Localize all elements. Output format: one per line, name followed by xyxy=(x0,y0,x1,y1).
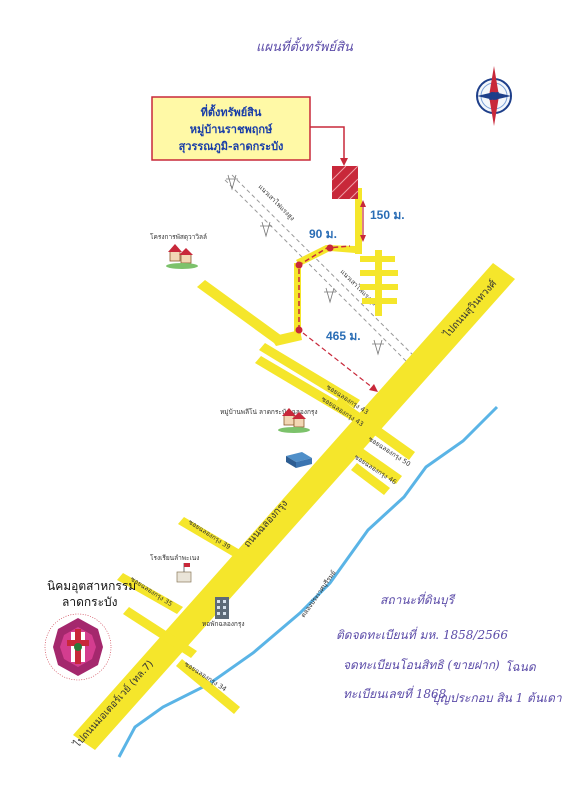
distance-90: 90 ม. xyxy=(309,227,337,241)
property-callout: ที่ตั้งทรัพย์สิน หมู่บ้านราชพฤกษ์ สุวรรณ… xyxy=(151,96,348,166)
house-icon xyxy=(278,408,310,433)
landmark-label-school: โรงเรียนลำพะเนง xyxy=(150,554,199,562)
landmark-label-village: หมู่บ้านพลีโน่ ลาดกระบัง-ฉลองกรุง xyxy=(220,408,318,416)
callout-line3: สุวรรณภูมิ-ลาดกระบัง xyxy=(179,140,284,154)
estate-name-line2: ลาดกระบัง xyxy=(62,595,118,609)
estate-authority-logo xyxy=(44,613,112,681)
route-path xyxy=(295,200,378,392)
side-roads xyxy=(117,188,415,714)
main-road xyxy=(73,263,515,750)
pylon-icon xyxy=(226,174,384,356)
note-line3b: โฉนด xyxy=(505,660,537,674)
note-line4b: บุญประกอบ สิน 1 ต้นเดา xyxy=(432,691,563,706)
note-line4: ทะเบียนเลขที่ 1868 xyxy=(343,685,447,701)
school-icon xyxy=(176,563,192,583)
building-icon xyxy=(215,597,229,619)
callout-line2: หมู่บ้านราชพฤกษ์ xyxy=(190,123,273,137)
landmark-label-project: โครงการพัสดุวาวิลล์ xyxy=(150,233,207,241)
header-note: แผนที่ตั้งทรัพย์สิน xyxy=(256,37,354,55)
distance-150: 150 ม. xyxy=(370,208,405,222)
canal-label: คลองประเวศบุรีรมย์ xyxy=(299,569,338,619)
estate-name-line1: นิคมอุตสาหกรรม xyxy=(47,579,136,594)
property-marker xyxy=(332,166,358,199)
note-line1: สถานะที่ดินบุรี xyxy=(380,591,456,608)
compass-icon: N xyxy=(476,66,512,126)
powerline xyxy=(224,174,419,366)
powerline-label-1: แนวเสาไฟแรงสูง xyxy=(257,183,297,223)
callout-line1: ที่ตั้งทรัพย์สิน xyxy=(201,104,262,119)
landmark-label-building: หอพักฉลองกรุง xyxy=(202,620,245,628)
distance-465: 465 ม. xyxy=(326,329,361,343)
note-line3: จดทะเบียนโอนสิทธิ (ขายฝาก) xyxy=(343,658,500,672)
canal xyxy=(117,405,499,758)
note-line2: ติดจดทะเบียนที่ มห. 1858/2566 xyxy=(336,626,508,642)
compass-letter: N xyxy=(488,90,499,103)
road-label-suvinthawong: ไปถนนสุวินทวงศ์ xyxy=(441,277,500,341)
house-icon xyxy=(166,244,198,269)
warehouse-icon xyxy=(286,452,312,468)
soi-label: ซอยฉลองกรุง 39 xyxy=(187,518,232,551)
